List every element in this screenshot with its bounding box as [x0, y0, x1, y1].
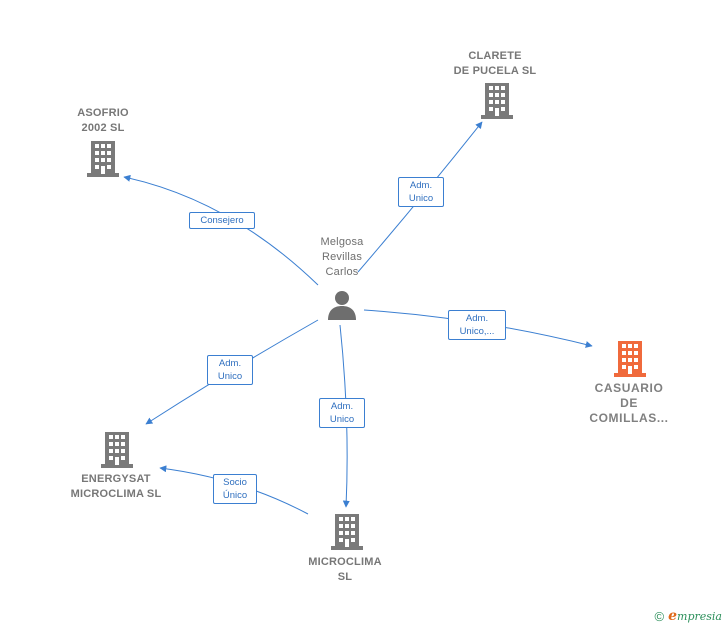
company-name-line-2: DE [620, 396, 638, 410]
company-name-line-1: ENERGYSAT [81, 473, 151, 485]
building-icon[interactable] [614, 341, 646, 377]
company-name-line-2: 2002 SL [81, 122, 125, 134]
footer-credit: © empresia [655, 608, 722, 624]
edge-role-line-2: Unico,... [459, 326, 495, 337]
edge-label-consejero[interactable]: Consejero [189, 212, 255, 229]
brand-initial: e [668, 608, 678, 624]
company-name-line-3: COMILLAS... [589, 411, 669, 425]
person-name-line-2: Revillas [321, 251, 363, 263]
edge-role-line-1: Adm. [218, 358, 242, 369]
edge-role-line-1: Adm. [465, 313, 489, 324]
company-name-line-1: ASOFRIO [77, 107, 129, 119]
company-name-line-1: CASUARIO [594, 381, 664, 395]
company-name-line-2: MICROCLIMA SL [70, 488, 162, 500]
company-name-line-2: DE PUCELA SL [453, 65, 537, 77]
edge-consejero[interactable] [123, 174, 319, 286]
edges [123, 121, 593, 515]
edge-label-socio[interactable]: Socio Único [213, 474, 257, 504]
building-icon[interactable] [101, 432, 133, 468]
company-label-energysat[interactable]: ENERGYSAT MICROCLIMA SL [58, 472, 174, 502]
company-name-line-1: CLARETE [468, 50, 522, 62]
company-name-line-1: MICROCLIMA [308, 556, 382, 568]
brand-logo[interactable]: empresia [668, 608, 722, 624]
edge-role-line-1: Adm. [409, 180, 433, 191]
edge-role-line-2: Único [222, 490, 248, 501]
company-label-microclima[interactable]: MICROCLIMA SL [296, 555, 394, 585]
person-label[interactable]: Melgosa Revillas Carlos [300, 235, 384, 280]
brand-name: mpresia [677, 610, 722, 623]
company-label-asofrio[interactable]: ASOFRIO 2002 SL [55, 106, 151, 136]
person-icon[interactable] [328, 291, 356, 320]
building-icon[interactable] [87, 141, 119, 177]
company-name-line-2: SL [337, 571, 353, 583]
edge-role-line-1: Consejero [200, 215, 244, 226]
edge-role-line-1: Socio [223, 477, 247, 488]
edge-role-line-2: Unico [217, 371, 243, 382]
person-name-line-3: Carlos [325, 266, 359, 278]
building-icon[interactable] [481, 83, 513, 119]
company-label-casuario[interactable]: CASUARIO DE COMILLAS... [580, 381, 678, 426]
edge-label-microclima[interactable]: Adm. Unico [319, 398, 365, 428]
company-label-clarete[interactable]: CLARETE DE PUCELA SL [440, 49, 550, 79]
building-icon[interactable] [331, 514, 363, 550]
edge-label-energysat[interactable]: Adm. Unico [207, 355, 253, 385]
edge-role-line-2: Unico [408, 193, 434, 204]
edge-label-clarete[interactable]: Adm. Unico [398, 177, 444, 207]
edge-label-casuario[interactable]: Adm. Unico,... [448, 310, 506, 340]
edge-role-line-2: Unico [329, 414, 355, 425]
copyright-symbol: © [654, 608, 665, 624]
edge-role-line-1: Adm. [330, 401, 354, 412]
person-name-line-1: Melgosa [320, 236, 364, 248]
